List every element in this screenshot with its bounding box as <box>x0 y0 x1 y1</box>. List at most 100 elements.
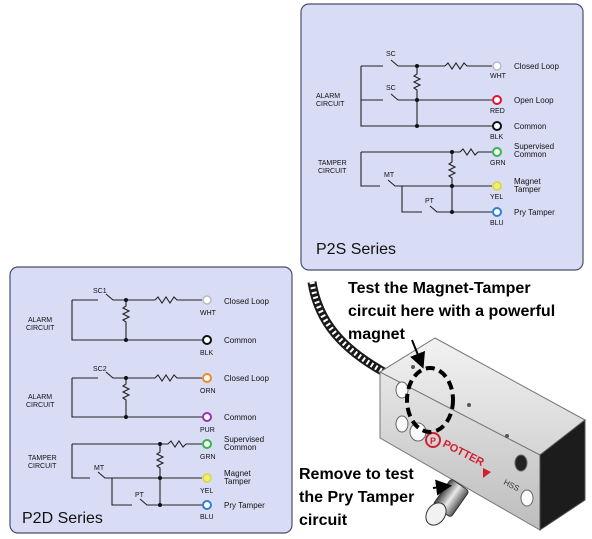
pry-callout-arrow <box>432 479 452 496</box>
p2d-panel: ALARM CIRCUIT ALARM CIRCUIT TAMPER CIRCU… <box>9 266 293 534</box>
p2d-terminal-orn: ORN Closed Loop <box>200 373 269 395</box>
p2s-terminal-blk: BLK Common <box>490 121 546 141</box>
terminal-grn-dot <box>202 439 212 449</box>
p2d-terminal-blu: BLU Pry Tamper <box>200 500 265 521</box>
p2s-panel: ALARM CIRCUIT TAMPER CIRCUIT SC SC MT <box>300 3 584 271</box>
p2s-tamper-wiring: MT PT <box>360 148 492 214</box>
p2s-terminal-yel: YEL Magnet Tamper <box>490 177 541 201</box>
terminal-code: PUR <box>200 427 215 434</box>
magnet-callout-line-3: magnet <box>348 326 406 343</box>
terminal-function-2: Common <box>514 150 546 159</box>
p2s-alarm-label-2: CIRCUIT <box>316 101 345 108</box>
sensor-device: P POTTER HSS <box>307 281 586 531</box>
magnet-callout: Test the Magnet-Tamper circuit here with… <box>348 280 555 343</box>
p2d-alarm1-wiring: SC1 <box>71 288 202 342</box>
armored-cable <box>307 281 398 383</box>
terminal-function-1: Magnet <box>224 469 251 478</box>
p2d-tamper-label-1: TAMPER <box>28 455 57 462</box>
p2s-alarm-label-1: ALARM <box>316 93 340 100</box>
terminal-function: Pry Tamper <box>224 501 265 510</box>
terminal-function: Common <box>224 336 256 345</box>
p2s-title: P2S Series <box>316 241 396 258</box>
p2s-mt-label: MT <box>384 172 395 179</box>
pry-callout-line-2: the Pry Tamper <box>299 489 414 506</box>
p2s-sc-mid-label: SC <box>386 85 396 92</box>
terminal-wht-dot <box>202 295 212 305</box>
p2d-sc2-label: SC2 <box>93 366 107 373</box>
svg-text:P: P <box>430 436 436 446</box>
terminal-grn-dot <box>492 147 502 157</box>
terminal-code: BLU <box>490 220 504 227</box>
terminal-function-2: Tamper <box>514 185 541 194</box>
terminal-function-1: Supervised <box>224 435 264 444</box>
p2d-terminal-grn: GRN Supervised Common <box>200 435 264 461</box>
terminal-code: RED <box>490 108 505 115</box>
terminal-code: YEL <box>200 488 213 495</box>
p2d-tamper-wiring: MT PT <box>71 440 202 507</box>
terminal-function: Common <box>514 122 546 131</box>
terminal-code: GRN <box>200 454 216 461</box>
terminal-orn-dot <box>202 373 212 383</box>
terminal-blu-dot <box>202 500 212 510</box>
terminal-blk-dot <box>202 335 212 345</box>
terminal-red-dot <box>492 95 502 105</box>
terminal-code: ORN <box>200 388 216 395</box>
magnet-callout-line-2: circuit here with a powerful <box>348 303 555 320</box>
p2d-tamper-label-2: CIRCUIT <box>28 463 57 470</box>
terminal-code: YEL <box>490 194 503 201</box>
p2s-tamper-label-1: TAMPER <box>318 160 347 167</box>
terminal-code: BLK <box>490 134 504 141</box>
p2d-mt-label: MT <box>94 465 105 472</box>
terminal-code: WHT <box>490 73 507 80</box>
p2d-title: P2D Series <box>22 510 103 527</box>
terminal-function: Common <box>224 413 256 422</box>
p2s-terminal-red: RED Open Loop <box>490 95 554 115</box>
magnet-test-zone <box>405 366 455 434</box>
p2d-alarm2-label-1: ALARM <box>28 394 52 401</box>
terminal-function-1: Supervised <box>514 142 554 151</box>
p2d-alarm2-label-2: CIRCUIT <box>26 402 55 409</box>
device-end-face <box>539 418 586 531</box>
p2s-terminal-wht: WHT Closed Loop <box>490 61 559 80</box>
terminal-code: WHT <box>200 310 217 317</box>
terminal-yel-dot <box>492 181 502 191</box>
terminal-code: BLK <box>200 350 214 357</box>
p2d-sc1-label: SC1 <box>93 288 107 295</box>
terminal-function: Open Loop <box>514 96 554 105</box>
p2s-terminal-blu: BLU Pry Tamper <box>490 207 555 227</box>
pry-callout: Remove to test the Pry Tamper circuit <box>299 466 414 529</box>
magnet-callout-arrow <box>410 339 425 369</box>
terminal-code: GRN <box>490 160 506 167</box>
p2s-alarm-wiring: SC SC <box>360 51 492 128</box>
p2d-alarm2-wiring: SC2 <box>71 366 202 419</box>
p2d-terminal-yel: YEL Magnet Tamper <box>200 469 251 495</box>
p2s-tamper-label-2: CIRCUIT <box>318 168 347 175</box>
terminal-code: BLU <box>200 514 214 521</box>
p2d-terminal-wht: WHT Closed Loop <box>200 295 269 317</box>
terminal-function-2: Tamper <box>224 477 251 486</box>
p2d-pt-label: PT <box>135 492 145 499</box>
terminal-function: Closed Loop <box>224 297 269 306</box>
p2d-alarm1-label-2: CIRCUIT <box>26 325 55 332</box>
terminal-yel-dot <box>202 473 212 483</box>
pry-callout-line-1: Remove to test <box>299 466 414 483</box>
terminal-function: Closed Loop <box>224 374 269 383</box>
pry-callout-line-3: circuit <box>299 512 348 529</box>
p2d-alarm1-label-1: ALARM <box>28 317 52 324</box>
magnet-callout-line-1: Test the Magnet-Tamper <box>348 280 531 297</box>
terminal-function-2: Common <box>224 443 256 452</box>
terminal-function: Closed Loop <box>514 62 559 71</box>
terminal-pur-dot <box>202 412 212 422</box>
p2d-terminal-blk: BLK Common <box>200 335 256 357</box>
p2s-terminal-grn: GRN Supervised Common <box>490 142 554 167</box>
terminal-function-1: Magnet <box>514 177 541 186</box>
terminal-blk-dot <box>492 121 502 131</box>
terminal-wht-dot <box>492 61 502 71</box>
terminal-blu-dot <box>492 207 502 217</box>
pry-tamper-cap <box>425 479 469 526</box>
p2s-sc-top-label: SC <box>386 51 396 58</box>
p2d-terminal-pur: PUR Common <box>200 412 256 434</box>
terminal-function: Pry Tamper <box>514 208 555 217</box>
p2s-pt-label: PT <box>425 198 435 205</box>
